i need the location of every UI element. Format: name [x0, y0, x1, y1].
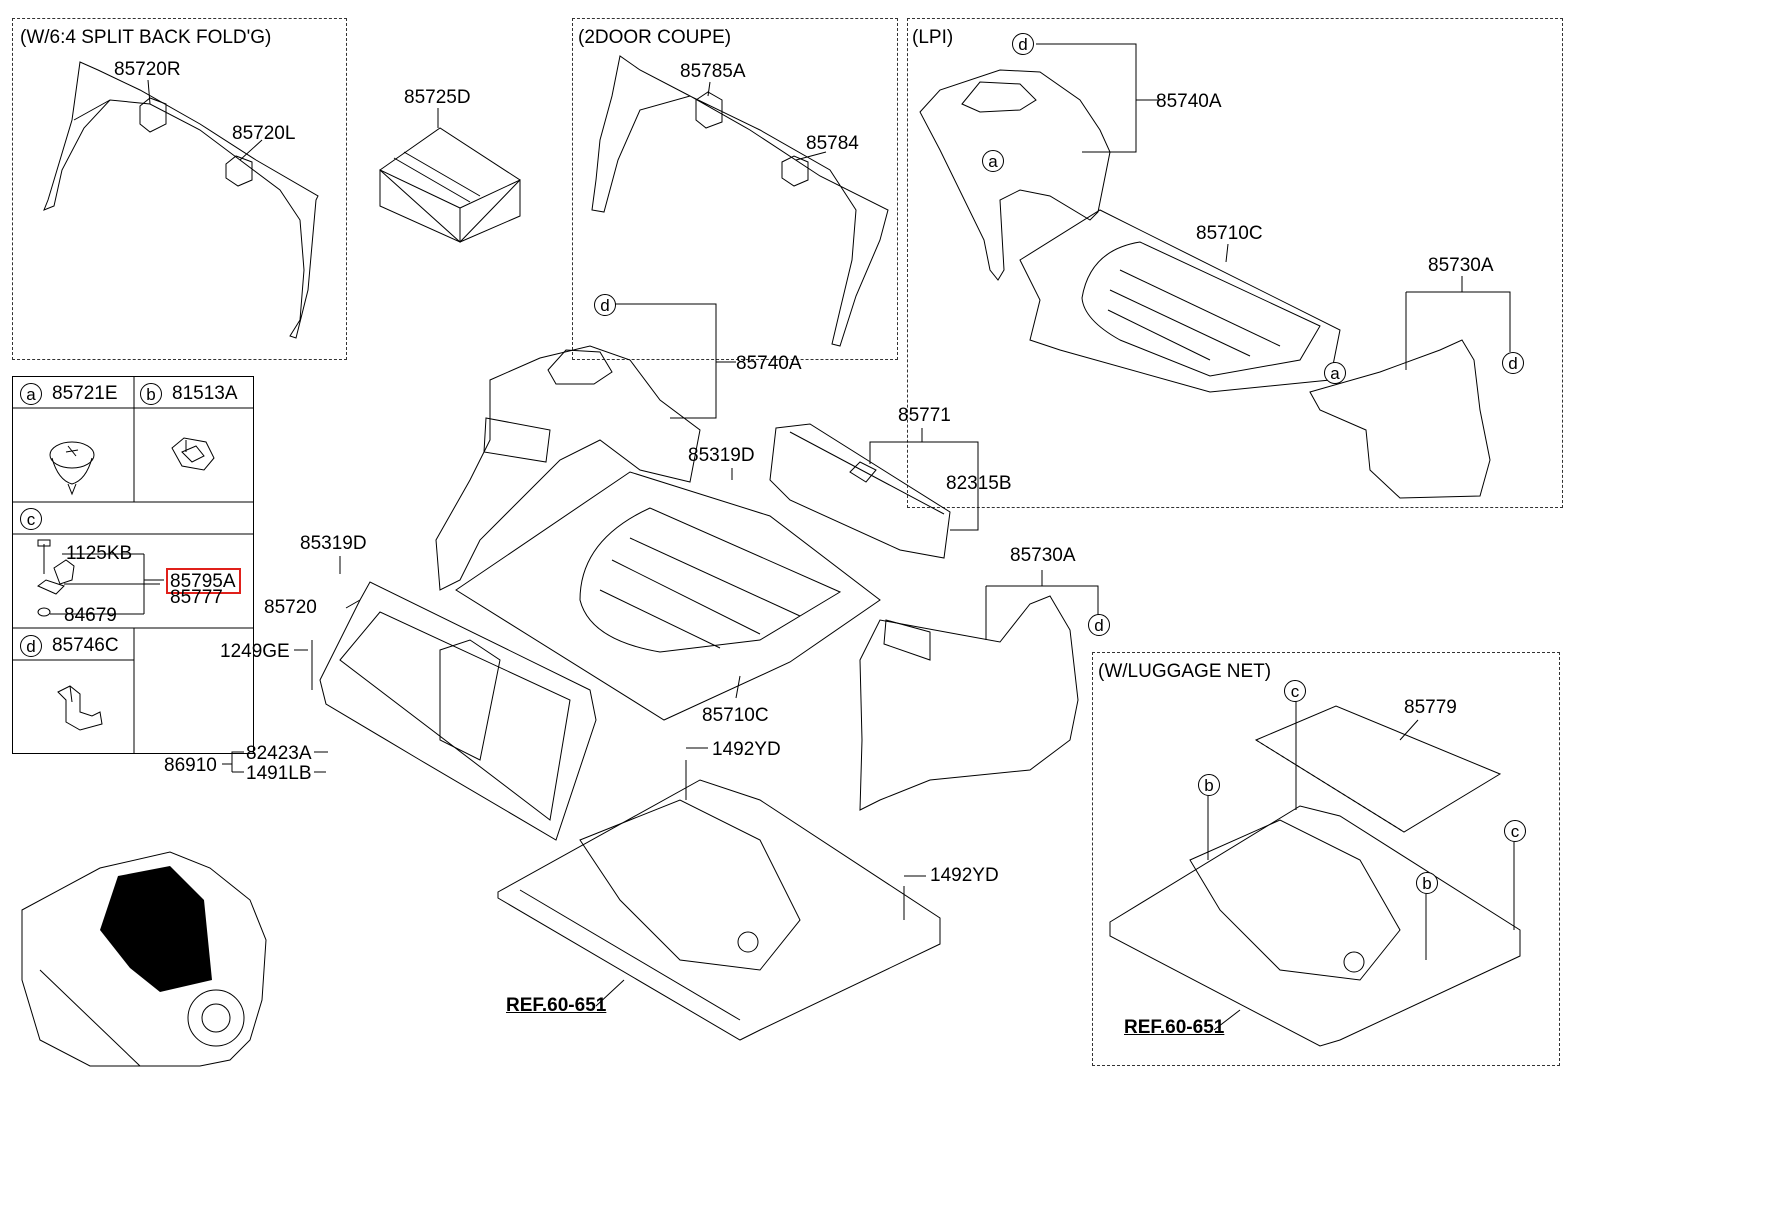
legend-c-bracket[interactable]: 85795A — [170, 571, 236, 592]
callout-c-net-top: c — [1284, 680, 1306, 702]
legend-d-part[interactable]: 85746C — [52, 635, 119, 656]
part-85730A-lpi[interactable]: 85730A — [1428, 255, 1494, 276]
callout-d-lpi-right: d — [1502, 352, 1524, 374]
legend-b-marker: b — [140, 383, 162, 405]
highlighted-trunk-area — [100, 866, 212, 992]
retainer-icon — [171, 437, 215, 471]
ref-link-main[interactable]: REF.60-651 — [506, 995, 607, 1016]
part-82423A[interactable]: 82423A — [246, 743, 312, 764]
legend-a-part[interactable]: 85721E — [52, 383, 118, 404]
part-85771[interactable]: 85771 — [898, 405, 951, 426]
lpi-trim-drawing — [919, 69, 1491, 499]
side-trim-left-drawing — [435, 345, 701, 591]
callout-b-net-center: b — [1416, 872, 1438, 894]
coupe-trim-drawing — [591, 55, 889, 347]
lpi-title: (LPI) — [912, 27, 954, 48]
part-85710C[interactable]: 85710C — [702, 705, 769, 726]
rear-floor-drawing — [497, 779, 941, 1041]
legend-table — [12, 376, 254, 754]
split-back-title: (W/6:4 SPLIT BACK FOLD'G) — [20, 27, 272, 48]
part-85730A[interactable]: 85730A — [1010, 545, 1076, 566]
highlight-box — [166, 568, 241, 594]
part-82315B[interactable]: 82315B — [946, 473, 1012, 494]
part-86910[interactable]: 86910 — [164, 755, 217, 776]
callout-d-lpi: d — [1012, 33, 1034, 55]
legend-c-marker: c — [20, 508, 42, 530]
luggage-net-group-box — [1092, 652, 1560, 1066]
part-85784[interactable]: 85784 — [806, 133, 859, 154]
split-back-group-box — [12, 18, 347, 360]
rear-panel-drawing — [319, 581, 597, 841]
callout-a-lpi: a — [982, 150, 1004, 172]
part-85710C-lpi[interactable]: 85710C — [1196, 223, 1263, 244]
legend-c-nut[interactable]: 84679 — [64, 605, 117, 626]
part-85720[interactable]: 85720 — [264, 597, 317, 618]
legend-c-hook[interactable]: 85777 — [170, 587, 223, 608]
callout-b-net-left: b — [1198, 774, 1220, 796]
part-85779[interactable]: 85779 — [1404, 697, 1457, 718]
bracket-assembly-icon — [37, 539, 164, 617]
side-trim-right-drawing — [859, 595, 1079, 811]
part-85319D-lower[interactable]: 85319D — [300, 533, 367, 554]
part-85740A-lpi[interactable]: 85740A — [1156, 91, 1222, 112]
legend-c-bolt[interactable]: 1125KB — [66, 543, 133, 564]
part-1492YD-lower[interactable]: 1492YD — [930, 865, 999, 886]
luggage-net-title: (W/LUGGAGE NET) — [1098, 661, 1272, 682]
luggage-net-drawing — [1109, 705, 1521, 1047]
split-back-trim-drawing — [43, 61, 319, 339]
part-85720R[interactable]: 85720R — [114, 59, 181, 80]
part-85720L[interactable]: 85720L — [232, 123, 296, 144]
ref-link-net[interactable]: REF.60-651 — [1124, 1017, 1225, 1038]
transverse-trim-drawing — [769, 423, 951, 559]
part-85740A[interactable]: 85740A — [736, 353, 802, 374]
luggage-floor-drawing — [455, 471, 881, 721]
part-85785A[interactable]: 85785A — [680, 61, 746, 82]
legend-d-marker: d — [20, 635, 42, 657]
d-bracket-icon — [57, 685, 103, 731]
part-85319D-upper[interactable]: 85319D — [688, 445, 755, 466]
coupe-group-box — [572, 18, 898, 360]
callout-d-right-trim: d — [1088, 614, 1110, 636]
car-location-sketch — [21, 851, 267, 1067]
legend-a-marker: a — [20, 383, 42, 405]
callout-a-lpi-right: a — [1324, 362, 1346, 384]
legend-b-part[interactable]: 81513A — [172, 383, 238, 404]
part-85725D[interactable]: 85725D — [404, 87, 471, 108]
lpi-group-box — [907, 18, 1563, 508]
callout-c-net-right: c — [1504, 820, 1526, 842]
part-1249GE[interactable]: 1249GE — [220, 641, 290, 662]
part-1491LB[interactable]: 1491LB — [246, 763, 312, 784]
part-1492YD-upper[interactable]: 1492YD — [712, 739, 781, 760]
clip-icon — [49, 441, 95, 496]
storage-box-drawing — [379, 127, 521, 243]
callout-d-main: d — [594, 294, 616, 316]
coupe-title: (2DOOR COUPE) — [578, 27, 732, 48]
